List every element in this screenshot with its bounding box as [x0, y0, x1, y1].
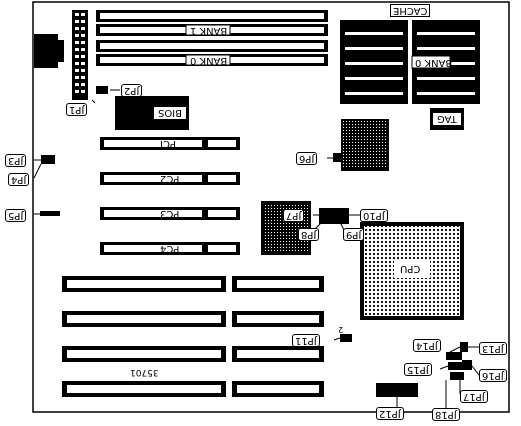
- jp11-pin-label: 2: [338, 325, 344, 334]
- jp7-tag: JP7: [283, 209, 305, 222]
- pci-slot-4-label: PC4: [160, 243, 180, 254]
- pci-slots: [100, 137, 240, 255]
- keyboard-connector: [34, 34, 64, 68]
- jumper-pins: [40, 86, 472, 397]
- simm-bank-0: [96, 40, 328, 66]
- jp18-tag: JP18: [432, 408, 460, 421]
- simm-bank-1: [96, 10, 328, 36]
- jp2-tag: JP2: [121, 84, 143, 97]
- cache-bank-label: BANK 0: [415, 57, 453, 68]
- power-connector: [72, 10, 88, 100]
- cache-chips: [340, 20, 480, 130]
- chipset-chip: [341, 119, 389, 171]
- jp13-tag: JP13: [479, 342, 507, 355]
- pci-slot-3-label: PC3: [160, 208, 180, 219]
- cpu-label: CPU: [400, 263, 421, 274]
- jp11-tag: JP11: [292, 334, 320, 347]
- jp17-tag: JP17: [460, 390, 488, 403]
- isa-slots: [62, 276, 324, 397]
- jp15-tag: JP15: [404, 363, 432, 376]
- cpu-socket: [360, 222, 464, 320]
- jp9-tag: JP9: [343, 228, 365, 241]
- cache-label: CACHE: [390, 4, 431, 17]
- jp8-tag: JP8: [298, 228, 320, 241]
- jp1-tag: JP1: [66, 103, 88, 116]
- jp16-tag: JP16: [479, 369, 507, 382]
- jp4-tag: JP4: [8, 173, 30, 186]
- jp10-tag: JP10: [360, 209, 388, 222]
- jp6-tag: JP6: [296, 152, 318, 165]
- pci-slot-1-label: PCI: [160, 138, 176, 149]
- bank-1-label: BANK 1: [190, 25, 228, 36]
- jp3-tag: JP3: [5, 154, 27, 167]
- jp12-tag: JP12: [376, 407, 404, 420]
- tag-label: TAG: [437, 113, 457, 124]
- jp5-tag: JP5: [5, 209, 27, 222]
- pci-slot-2-label: PC2: [160, 173, 180, 184]
- bank-0-label: BANK 0: [190, 55, 228, 66]
- jp14-tag: JP14: [413, 339, 441, 352]
- bios-label: BIOS: [158, 107, 183, 118]
- board-model-label: 35701: [130, 367, 159, 377]
- bios-chip: [115, 96, 189, 130]
